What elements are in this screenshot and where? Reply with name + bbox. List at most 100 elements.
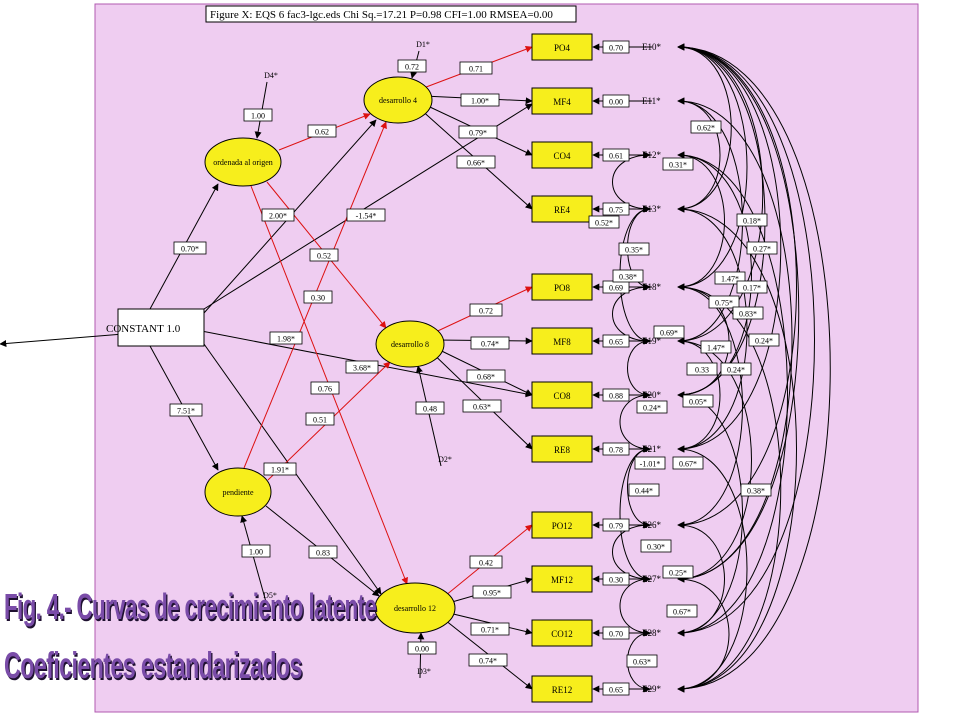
figure-title-box: Figure X: EQS 6 fac3-lgc.eds Chi Sq.=17.… [205,5,577,23]
disturbance-D1: D1* [416,40,430,49]
error-label-E21: E21* [642,444,661,454]
error-coef-3: 0.75 [602,202,630,216]
factor-label-intercept: ordenada al origen [213,158,273,167]
coef-intercept-d4-text: 0.62 [315,128,329,137]
error-cov-coef-13-text: 0.24* [755,337,773,346]
error-cov-coef-6: 0.38* [612,269,644,283]
error-cov-coef-21: 0.38* [740,483,772,497]
coef-disturbance-D1: 0.72 [397,59,427,73]
error-cov-coef-23-text: 0.25* [669,569,687,578]
error-coef-10-text: 0.70 [609,630,623,639]
error-cov-coef-11-text: 0.69* [660,329,678,338]
coef-disturbance-D2: 0.48 [415,401,445,415]
error-coef-2-text: 0.61 [609,152,623,161]
factor-d12: desarrollo 12 [374,582,456,634]
coef-disturbance-D3-text: 0.00 [415,645,429,654]
error-cov-coef-13: 0.24* [748,333,780,347]
figure-title: Figure X: EQS 6 fac3-lgc.eds Chi Sq.=17.… [210,9,553,21]
error-covariance-21 [677,337,721,453]
coef-const-d12-text: 1.91* [271,466,289,475]
error-label-E20: E20* [642,390,661,400]
error-coef-7: 0.78 [602,442,630,456]
factor-d8: desarrollo 8 [375,320,445,368]
coef-const-mf4-text: -1.54* [356,212,377,221]
error-cov-coef-2: 0.52* [588,215,620,229]
error-coef-8-text: 0.79 [609,522,623,531]
loading-coef-d12-2-text: 0.71* [481,626,499,635]
observed-label-CO12: CO12 [551,629,573,639]
factor-label-d4: desarrollo 4 [379,96,417,105]
coef-const-slope-text: 7.51* [177,407,195,416]
loading-coef-d8-3-text: 0.63* [473,403,491,412]
error-covariance-1 [677,43,748,291]
coef-const-d12: 1.91* [263,462,297,476]
error-covariance-inner-7 [619,575,651,637]
error-label-E28: E28* [642,628,661,638]
error-coef-6: 0.88 [602,388,630,402]
error-cov-coef-18-text: -1.01* [640,460,661,469]
error-cov-coef-20: 0.44* [628,483,660,497]
loading-coef-d4-3: 0.66* [456,155,496,169]
error-cov-coef-24: 0.67* [666,604,698,618]
error-covariance-12 [677,151,788,637]
constant-label: CONSTANT 1.0 [106,323,181,335]
error-cov-coef-8-text: 0.17* [743,284,761,293]
factor-label-d8: desarrollo 8 [391,340,429,349]
error-cov-coef-6-text: 0.38* [619,273,637,282]
error-cov-coef-15-text: 0.24* [727,366,745,375]
error-cov-coef-9: 0.75* [708,295,740,309]
error-covariance-10 [677,97,793,583]
error-coef-4: 0.69 [602,280,630,294]
observed-label-MF8: MF8 [553,337,571,347]
error-covariance-23 [677,575,730,693]
error-covariance-8 [677,43,831,693]
coef-const-intercept-text: 0.70* [181,245,199,254]
loading-coef-d12-1: 0.95* [472,585,512,599]
error-label-E10: E10* [642,42,661,52]
error-cov-coef-1: 0.31* [662,157,694,171]
error-cov-coef-12: 1.47* [700,340,732,354]
loading-coef-d4-3-text: 0.66* [467,159,485,168]
error-coef-5: 0.65 [602,334,630,348]
error-cov-coef-24-text: 0.67* [673,608,691,617]
loading-coef-d4-2-text: 0.79* [469,129,487,138]
factor-intercept: ordenada al origen [204,137,282,187]
loading-coef-d4-0: 0.71 [459,61,493,75]
error-cov-coef-3-text: 0.18* [743,217,761,226]
error-coef-9: 0.30 [602,572,630,586]
loading-coef-d12-3-text: 0.74* [479,657,497,666]
coef-disturbance-D4: 1.00 [243,108,273,122]
coef-intercept-d12: 0.76 [310,381,340,395]
error-cov-coef-11: 0.69* [653,325,685,339]
error-covariance-inner-3 [627,445,651,529]
disturbance-D3: D3* [417,667,431,676]
coef-slope-d8: 0.51 [305,412,335,426]
error-cov-coef-22: 0.30* [640,539,672,553]
loading-coef-d8-2: 0.68* [466,369,506,383]
error-coef-10: 0.70 [602,626,630,640]
error-covariance-inner-9 [627,337,651,399]
error-cov-coef-0-text: 0.62* [697,124,715,133]
coef-const-d4: 2.00* [261,208,295,222]
factor-label-d12: desarrollo 12 [394,604,436,613]
error-coef-9-text: 0.30 [609,576,623,585]
error-coef-0-text: 0.70 [609,44,623,53]
error-coef-11-text: 0.65 [609,686,623,695]
coef-disturbance-D5-text: 1.00 [249,548,263,557]
coefficient-labels-layer: 0.711.00*0.79*0.66*0.720.74*0.68*0.63*0.… [169,40,780,696]
caption-line-2: Coeficientes estandarizados [4,645,302,686]
error-cov-coef-21-text: 0.38* [747,487,765,496]
error-covariance-inner-2 [612,283,651,345]
error-covariance-0 [677,43,732,213]
loading-coef-d8-2-text: 0.68* [477,373,495,382]
error-cov-coef-23: 0.25* [662,565,694,579]
error-coef-0: 0.70 [602,40,630,54]
error-cov-coef-5-text: 0.27* [753,245,771,254]
error-coef-11: 0.65 [602,682,630,696]
error-label-E27: E27* [642,574,661,584]
